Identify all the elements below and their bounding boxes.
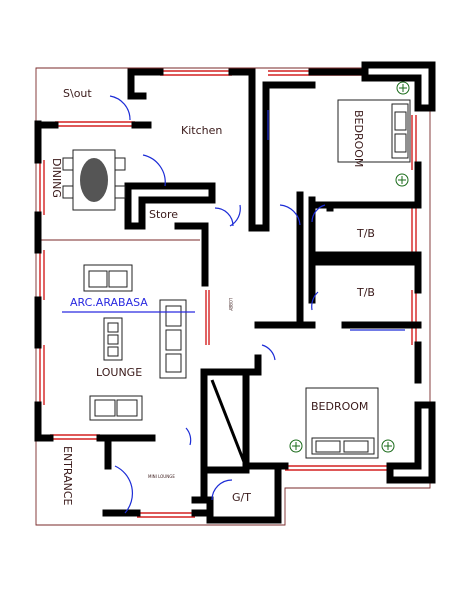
watermark-group: ARC.ARABASA — [62, 296, 195, 313]
staircase — [210, 379, 246, 463]
label-store-out: S\out — [63, 87, 92, 100]
label-store: Store — [149, 208, 178, 221]
label-dining: DINING — [50, 158, 63, 198]
bed-bottom — [289, 387, 395, 459]
room-labels: S\out Kitchen DINING Store BEDROOM T/B T… — [50, 87, 375, 506]
label-lounge: LOUNGE — [96, 366, 142, 379]
bed-top — [337, 81, 411, 187]
lounge-sofas — [83, 264, 187, 421]
label-mini-lounge: MINI LOUNGE — [148, 474, 175, 479]
furniture — [62, 81, 411, 459]
walls — [34, 61, 436, 524]
doors — [109, 95, 405, 514]
label-lobby: LOBBY — [228, 298, 233, 312]
label-bedroom-bottom: BEDROOM — [311, 400, 368, 413]
dining-table — [62, 149, 126, 211]
label-entrance: ENTRANCE — [61, 446, 74, 506]
label-kitchen: Kitchen — [181, 124, 222, 137]
label-tb-1: T/B — [356, 227, 375, 240]
label-bedroom-top: BEDROOM — [352, 110, 365, 167]
label-guest-toilet: G/T — [232, 491, 251, 504]
windows — [39, 70, 417, 518]
watermark-text: ARC.ARABASA — [70, 296, 148, 309]
label-tb-2: T/B — [356, 286, 375, 299]
